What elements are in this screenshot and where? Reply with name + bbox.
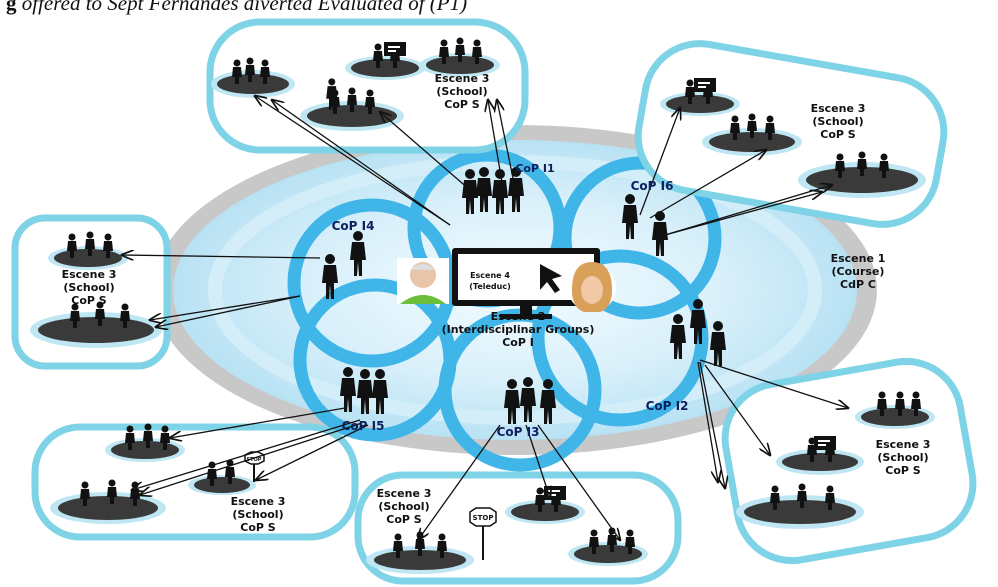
svg-text:Escene 4: Escene 4 <box>470 271 510 280</box>
svg-text:(Interdisciplinar Groups): (Interdisciplinar Groups) <box>442 323 595 336</box>
label-cop-i1: CoP I1 <box>515 162 554 175</box>
teacher-avatar-male <box>397 258 449 304</box>
stop-sign-label-2: STOP <box>473 514 494 522</box>
svg-text:(Teleduc): (Teleduc) <box>469 282 510 291</box>
svg-text:CoP I: CoP I <box>502 336 534 349</box>
label-cop-i6: CoP I6 <box>631 179 674 193</box>
svg-text:(School): (School) <box>232 508 283 521</box>
svg-text:(School): (School) <box>378 500 429 513</box>
label-scene-school-top: Escene 3 (School) CoP S <box>435 72 490 111</box>
teleduc-monitor <box>452 248 600 319</box>
label-cop-i4: CoP I4 <box>332 219 375 233</box>
svg-text:CoP S: CoP S <box>240 521 276 534</box>
svg-text:Escene 3: Escene 3 <box>62 268 117 281</box>
svg-text:CoP S: CoP S <box>885 464 921 477</box>
label-scene-school-bottom-right: Escene 3 (School) CoP S <box>876 438 931 477</box>
ring-cop-i6 <box>558 156 722 320</box>
label-scene-interdisciplinar: Escene 2 (Interdisciplinar Groups) CoP I <box>442 310 595 349</box>
label-cop-i5: CoP I5 <box>342 419 385 433</box>
svg-text:CdP C: CdP C <box>840 278 876 291</box>
cursor-icon <box>540 264 562 293</box>
figure-caption: g offered to Sept Fernandes diverted Eva… <box>6 0 467 16</box>
caption-prefix: g <box>6 0 17 15</box>
svg-text:(School): (School) <box>877 451 928 464</box>
label-scene-school-bottom: Escene 3 (School) CoP S <box>377 487 432 526</box>
svg-text:Escene 1: Escene 1 <box>831 252 886 265</box>
label-scene-school-bottom-left: Escene 3 (School) CoP S <box>231 495 286 534</box>
svg-text:CoP S: CoP S <box>386 513 422 526</box>
svg-text:(Course): (Course) <box>832 265 885 278</box>
connection-arrows <box>122 96 848 540</box>
svg-text:Escene 3: Escene 3 <box>435 72 490 85</box>
stop-sign-label-1: STOP <box>247 457 262 463</box>
svg-text:(School): (School) <box>436 85 487 98</box>
svg-text:Escene 3: Escene 3 <box>876 438 931 451</box>
svg-text:(School): (School) <box>812 115 863 128</box>
svg-text:CoP S: CoP S <box>71 294 107 307</box>
label-scene-teleduc: Escene 4 (Teleduc) <box>469 271 510 291</box>
svg-text:Escene 3: Escene 3 <box>377 487 432 500</box>
svg-text:(School): (School) <box>63 281 114 294</box>
label-cop-i2: CoP I2 <box>646 399 689 413</box>
svg-text:Escene 3: Escene 3 <box>811 102 866 115</box>
ring-cop-i4 <box>287 198 457 368</box>
svg-text:CoP S: CoP S <box>444 98 480 111</box>
svg-text:Escene 2: Escene 2 <box>491 310 546 323</box>
svg-text:Escene 3: Escene 3 <box>231 495 286 508</box>
teacher-avatar-female <box>568 262 616 312</box>
label-cop-i3: CoP I3 <box>497 425 540 439</box>
label-scene-school-top-right: Escene 3 (School) CoP S <box>811 102 866 141</box>
caption-text: offered to Sept Fernandes diverted Evalu… <box>21 0 468 15</box>
label-scene-course: Escene 1 (Course) CdP C <box>831 252 886 291</box>
label-scene-school-left: Escene 3 (School) CoP S <box>62 268 117 307</box>
svg-text:CoP S: CoP S <box>820 128 856 141</box>
